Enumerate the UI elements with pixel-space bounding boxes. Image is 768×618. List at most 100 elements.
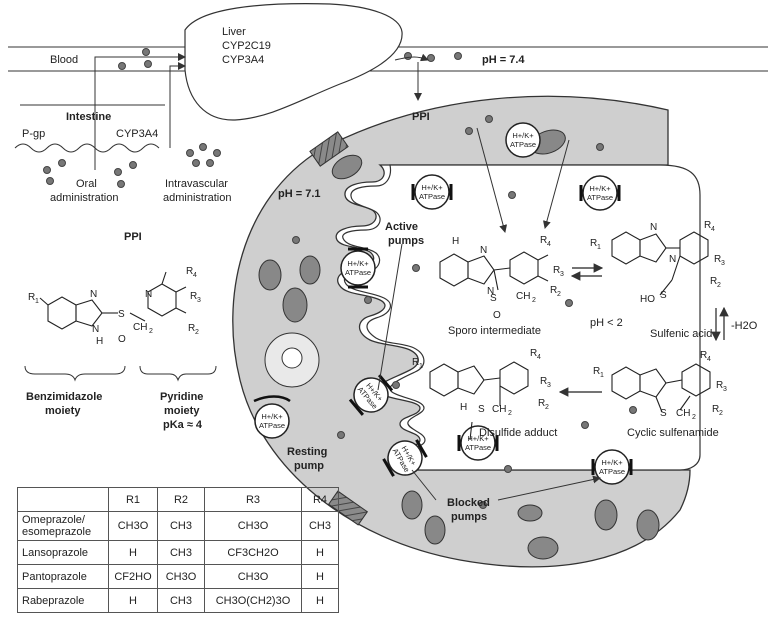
- svg-text:R: R: [593, 366, 600, 377]
- cyp2c19-label: CYP2C19: [222, 40, 271, 52]
- table-cell: H: [108, 588, 158, 613]
- drug-name-cell: Lansoprazole: [17, 540, 109, 565]
- pka-label: pKa ≈ 4: [163, 419, 203, 431]
- table-cell: CH3: [157, 511, 205, 541]
- table-cell: H: [301, 540, 339, 565]
- mitochondria: [258, 129, 660, 560]
- svg-text:2: 2: [692, 414, 696, 421]
- table-cell: CF3CH2O: [204, 540, 302, 565]
- cell-drug-dots: [292, 115, 637, 509]
- table-cell: CH3: [157, 540, 205, 565]
- svg-text:R: R: [553, 265, 560, 276]
- svg-text:4: 4: [193, 272, 197, 279]
- liver: Liver CYP2C19 CYP3A4: [184, 3, 403, 121]
- svg-text:R: R: [540, 235, 547, 246]
- svg-text:4: 4: [707, 356, 711, 363]
- svg-text:R: R: [188, 323, 195, 334]
- blocked-pumps-label-2: pumps: [451, 511, 487, 523]
- table-header-cell: R2: [157, 487, 205, 512]
- iv-administration: Intravascular administration: [163, 62, 231, 204]
- resting-pump-label-2: pump: [294, 460, 324, 472]
- cyp3a4-intestine-label: CYP3A4: [116, 128, 158, 140]
- sporo-label: Sporo intermediate: [448, 325, 541, 337]
- table-cell: CH3O(CH2)3O: [204, 588, 302, 613]
- liver-label: Liver: [222, 26, 246, 38]
- svg-text:R: R: [530, 348, 537, 359]
- cell-ph-label: pH = 7.1: [278, 188, 321, 200]
- table-row: Rabeprazole H CH3 CH3O(CH2)3O H: [17, 588, 339, 613]
- svg-text:N: N: [92, 324, 99, 335]
- svg-text:R: R: [550, 285, 557, 296]
- svg-text:R: R: [190, 291, 197, 302]
- drug-name-cell: Rabeprazole: [17, 588, 109, 613]
- reaction-arrows: [558, 263, 729, 397]
- svg-text:N: N: [669, 254, 676, 265]
- oral-label-1: Oral: [76, 178, 97, 190]
- svg-text:N: N: [90, 289, 97, 300]
- svg-text:ATPase: ATPase: [345, 268, 371, 277]
- svg-text:R: R: [704, 220, 711, 231]
- table-header-cell: R3: [204, 487, 302, 512]
- table-header-cell: R4: [301, 487, 339, 512]
- table-cell: CH3O: [108, 511, 158, 541]
- svg-text:R: R: [28, 292, 35, 303]
- table-cell: CH3: [301, 511, 339, 541]
- svg-text:2: 2: [545, 404, 549, 411]
- svg-text:O: O: [493, 310, 501, 321]
- svg-text:2: 2: [532, 297, 536, 304]
- svg-text:2: 2: [719, 410, 723, 417]
- svg-text:R: R: [412, 357, 419, 368]
- ppi-left-label: PPI: [124, 231, 142, 243]
- svg-text:H+/K+: H+/K+: [467, 434, 489, 443]
- parietal-cell: pH = 7.1 PPI: [232, 95, 701, 568]
- drug-name-cell: Pantoprazole: [17, 564, 109, 589]
- pump-icon: H+/K+ ATPase: [579, 175, 621, 211]
- svg-text:R: R: [540, 376, 547, 387]
- table-header-cell: [17, 487, 109, 512]
- sulfenic-label: Sulfenic acid: [650, 328, 712, 340]
- svg-text:N: N: [145, 289, 152, 300]
- blood-ph-label: pH = 7.4: [482, 54, 525, 66]
- svg-text:ATPase: ATPase: [587, 193, 613, 202]
- svg-text:R: R: [590, 238, 597, 249]
- pyridine-label-2: moiety: [164, 405, 200, 417]
- table-cell: H: [108, 540, 158, 565]
- active-pumps-label-1: Active: [385, 221, 418, 233]
- svg-text:N: N: [487, 286, 494, 297]
- svg-text:3: 3: [547, 382, 551, 389]
- blocked-pumps-label-1: Blocked: [447, 497, 490, 509]
- svg-text:S: S: [660, 290, 667, 301]
- svg-text:H: H: [460, 402, 467, 413]
- acid-ph-label: pH < 2: [590, 317, 623, 329]
- resting-pump-label-1: Resting: [287, 446, 327, 458]
- iv-label-1: Intravascular: [165, 178, 228, 190]
- svg-text:S: S: [660, 408, 667, 419]
- table-cell: H: [301, 588, 339, 613]
- svg-text:1: 1: [600, 372, 604, 379]
- drug-name-cell: Omeprazole/ esomeprazole: [17, 511, 109, 541]
- svg-text:ATPase: ATPase: [599, 467, 625, 476]
- svg-text:2: 2: [717, 282, 721, 289]
- svg-text:4: 4: [547, 241, 551, 248]
- resting-pump-icon: H+/K+ ATPase: [253, 395, 291, 439]
- svg-text:S: S: [490, 293, 497, 304]
- svg-text:CH: CH: [516, 291, 530, 302]
- table-cell: H: [301, 564, 339, 589]
- pgp-label: P-gp: [22, 128, 45, 140]
- svg-text:R: R: [716, 380, 723, 391]
- table-cell: CF2HO: [108, 564, 158, 589]
- blood-label: Blood: [50, 54, 78, 66]
- svg-text:H+/K+: H+/K+: [601, 458, 623, 467]
- disulfide-label: Disulfide adduct: [479, 427, 557, 439]
- table-row: Lansoprazole H CH3 CF3CH2O H: [17, 540, 339, 565]
- table-cell: CH3: [157, 588, 205, 613]
- svg-text:CH: CH: [676, 408, 690, 419]
- active-pump-icon: H+/K+ ATPase: [411, 174, 453, 210]
- table-row: Omeprazole/ esomeprazole CH3O CH3 CH3O C…: [17, 511, 339, 541]
- svg-text:H: H: [96, 336, 103, 347]
- sulfenic-structure: [611, 231, 709, 296]
- svg-text:H+/K+: H+/K+: [261, 412, 283, 421]
- active-pump-icon: H+/K+ ATPase: [340, 247, 376, 289]
